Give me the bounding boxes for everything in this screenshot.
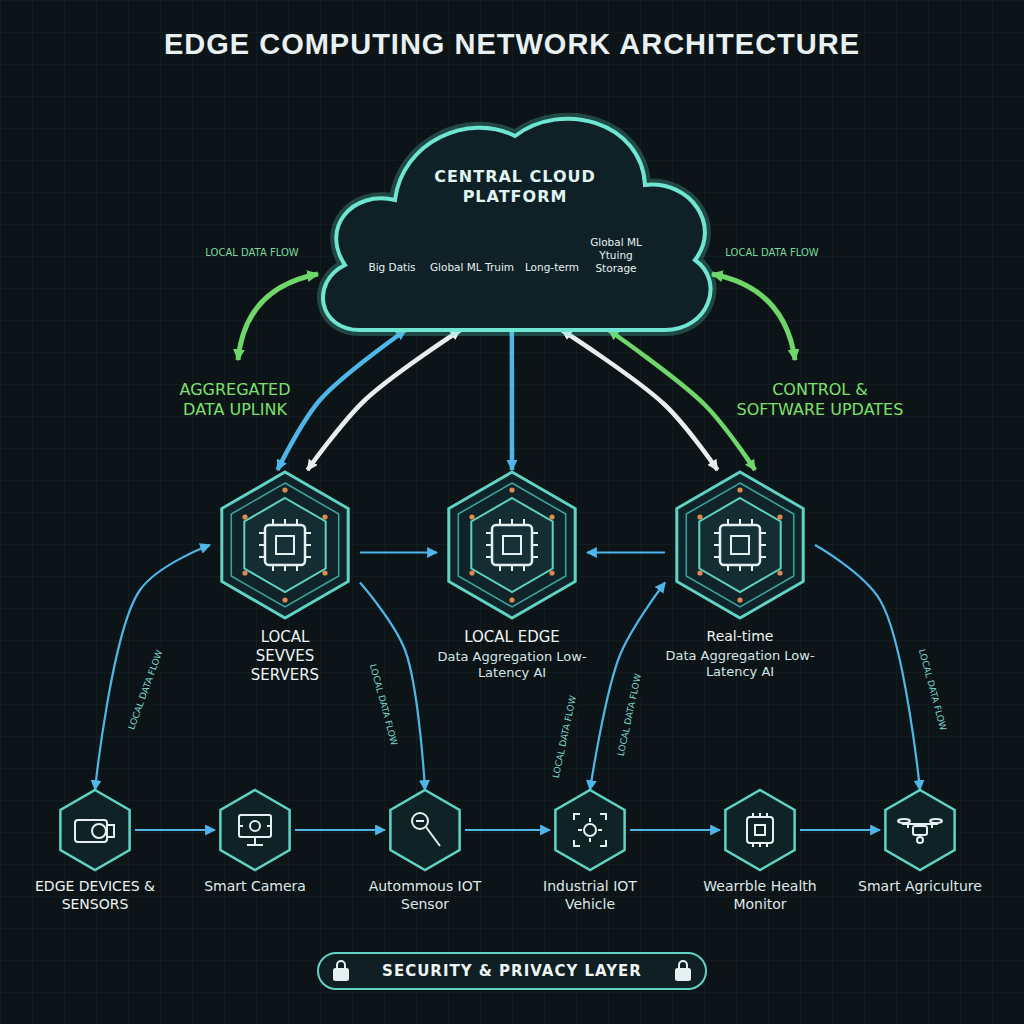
connector <box>609 330 755 470</box>
text-block: Smart Camera <box>185 878 325 896</box>
node-outline <box>550 790 630 870</box>
connector <box>360 583 425 791</box>
text-block: EDGE DEVICES & SENSORS <box>25 878 165 913</box>
node-outline <box>215 790 295 870</box>
connector <box>630 829 720 831</box>
edge-server: Real-timeData Aggregation Low-Latency AI <box>665 470 815 620</box>
green-arrow <box>712 274 795 360</box>
connector <box>815 545 920 790</box>
cloud-service-label: Global ML Ytuing Storage <box>584 236 648 275</box>
node-heading: Industrial IOT Vehicle <box>520 878 660 913</box>
flow-label: LOCAL DATA FLOW <box>549 692 581 783</box>
flow-label: CONTROL & SOFTWARE UPDATES <box>733 380 908 420</box>
connector <box>465 829 550 831</box>
node-outline <box>55 790 135 870</box>
cloud-platform: CENTRAL CLOUD PLATFORM <box>320 95 710 330</box>
flow-label: LOCAL DATA FLOW <box>614 670 646 761</box>
connector <box>135 829 215 831</box>
flow-label: LOCAL DATA FLOW <box>914 645 950 735</box>
title: EDGE COMPUTING NETWORK ARCHITECTURE <box>0 26 1024 62</box>
text-block: Industrial IOT Vehicle <box>520 878 660 913</box>
node-heading: Smart Camera <box>185 878 325 896</box>
connector <box>95 545 210 790</box>
connector <box>587 551 665 553</box>
text-block: LOCAL EDGE Data Aggregation Low-Latency A… <box>427 628 597 681</box>
edge-server: LOCAL EDGEData Aggregation Low-Latency A… <box>437 470 587 620</box>
node-heading: LOCAL SEVVES SERVERS <box>235 628 335 684</box>
security-layer: SECURITY & PRIVACY LAYER <box>317 952 707 990</box>
edge-device: Industrial IOT Vehicle <box>550 790 630 870</box>
edge-server: LOCAL SEVVES SERVERS <box>210 470 360 620</box>
connector <box>295 829 385 831</box>
cloud-service-label: Big Datis <box>368 261 415 274</box>
text-block: Smart Agriculture <box>850 878 990 896</box>
cloud-service-label: Long-term <box>525 261 579 274</box>
flow-label: LOCAL DATA FLOW <box>124 645 167 734</box>
edge-device: Autommous IOT Sensor <box>385 790 465 870</box>
connector <box>510 330 515 470</box>
flow-label: LOCAL DATA FLOW <box>365 660 401 750</box>
node-outline <box>320 95 710 330</box>
edge-device: Smart Camera <box>215 790 295 870</box>
node-outline <box>880 790 960 870</box>
text-block: LOCAL SEVVES SERVERS <box>235 628 335 684</box>
flow-label: LOCAL DATA FLOW <box>205 247 298 260</box>
text-block: Real-timeData Aggregation Low-Latency AI <box>655 628 825 680</box>
node-heading: Wearrble Health Monitor <box>690 878 830 913</box>
node-heading: Real-time <box>655 628 825 646</box>
connector <box>590 583 665 791</box>
text-block: Autommous IOT Sensor <box>355 878 495 913</box>
node-body: Data Aggregation Low-Latency AI <box>427 649 597 682</box>
node-outline <box>720 790 800 870</box>
text-block: Wearrble Health Monitor <box>690 878 830 913</box>
text-block: SECURITY & PRIVACY LAYER <box>382 962 642 981</box>
cloud-service-label: Global ML Truim <box>430 261 514 274</box>
node-heading: EDGE DEVICES & SENSORS <box>25 878 165 913</box>
flow-label: AGGREGATED DATA UPLINK <box>165 380 305 420</box>
node-heading: LOCAL EDGE <box>427 628 597 647</box>
node-heading: SECURITY & PRIVACY LAYER <box>382 962 642 981</box>
node-heading: CENTRAL CLOUD PLATFORM <box>420 167 610 207</box>
connector <box>308 330 461 470</box>
node-body: Data Aggregation Low-Latency AI <box>655 648 825 681</box>
connector <box>360 551 437 553</box>
node-outline <box>385 790 465 870</box>
node-outline <box>210 470 360 620</box>
connector <box>800 829 880 831</box>
edge-device: Smart Agriculture <box>880 790 960 870</box>
node-heading: Autommous IOT Sensor <box>355 878 495 913</box>
node-heading: Smart Agriculture <box>850 878 990 896</box>
edge-device: EDGE DEVICES & SENSORS <box>55 790 135 870</box>
connector <box>278 330 406 470</box>
flow-label: LOCAL DATA FLOW <box>725 247 818 260</box>
text-block: CENTRAL CLOUD PLATFORM <box>420 167 610 207</box>
node-outline <box>437 470 587 620</box>
green-arrow <box>238 274 318 360</box>
edge-device: Wearrble Health Monitor <box>720 790 800 870</box>
node-outline <box>665 470 815 620</box>
